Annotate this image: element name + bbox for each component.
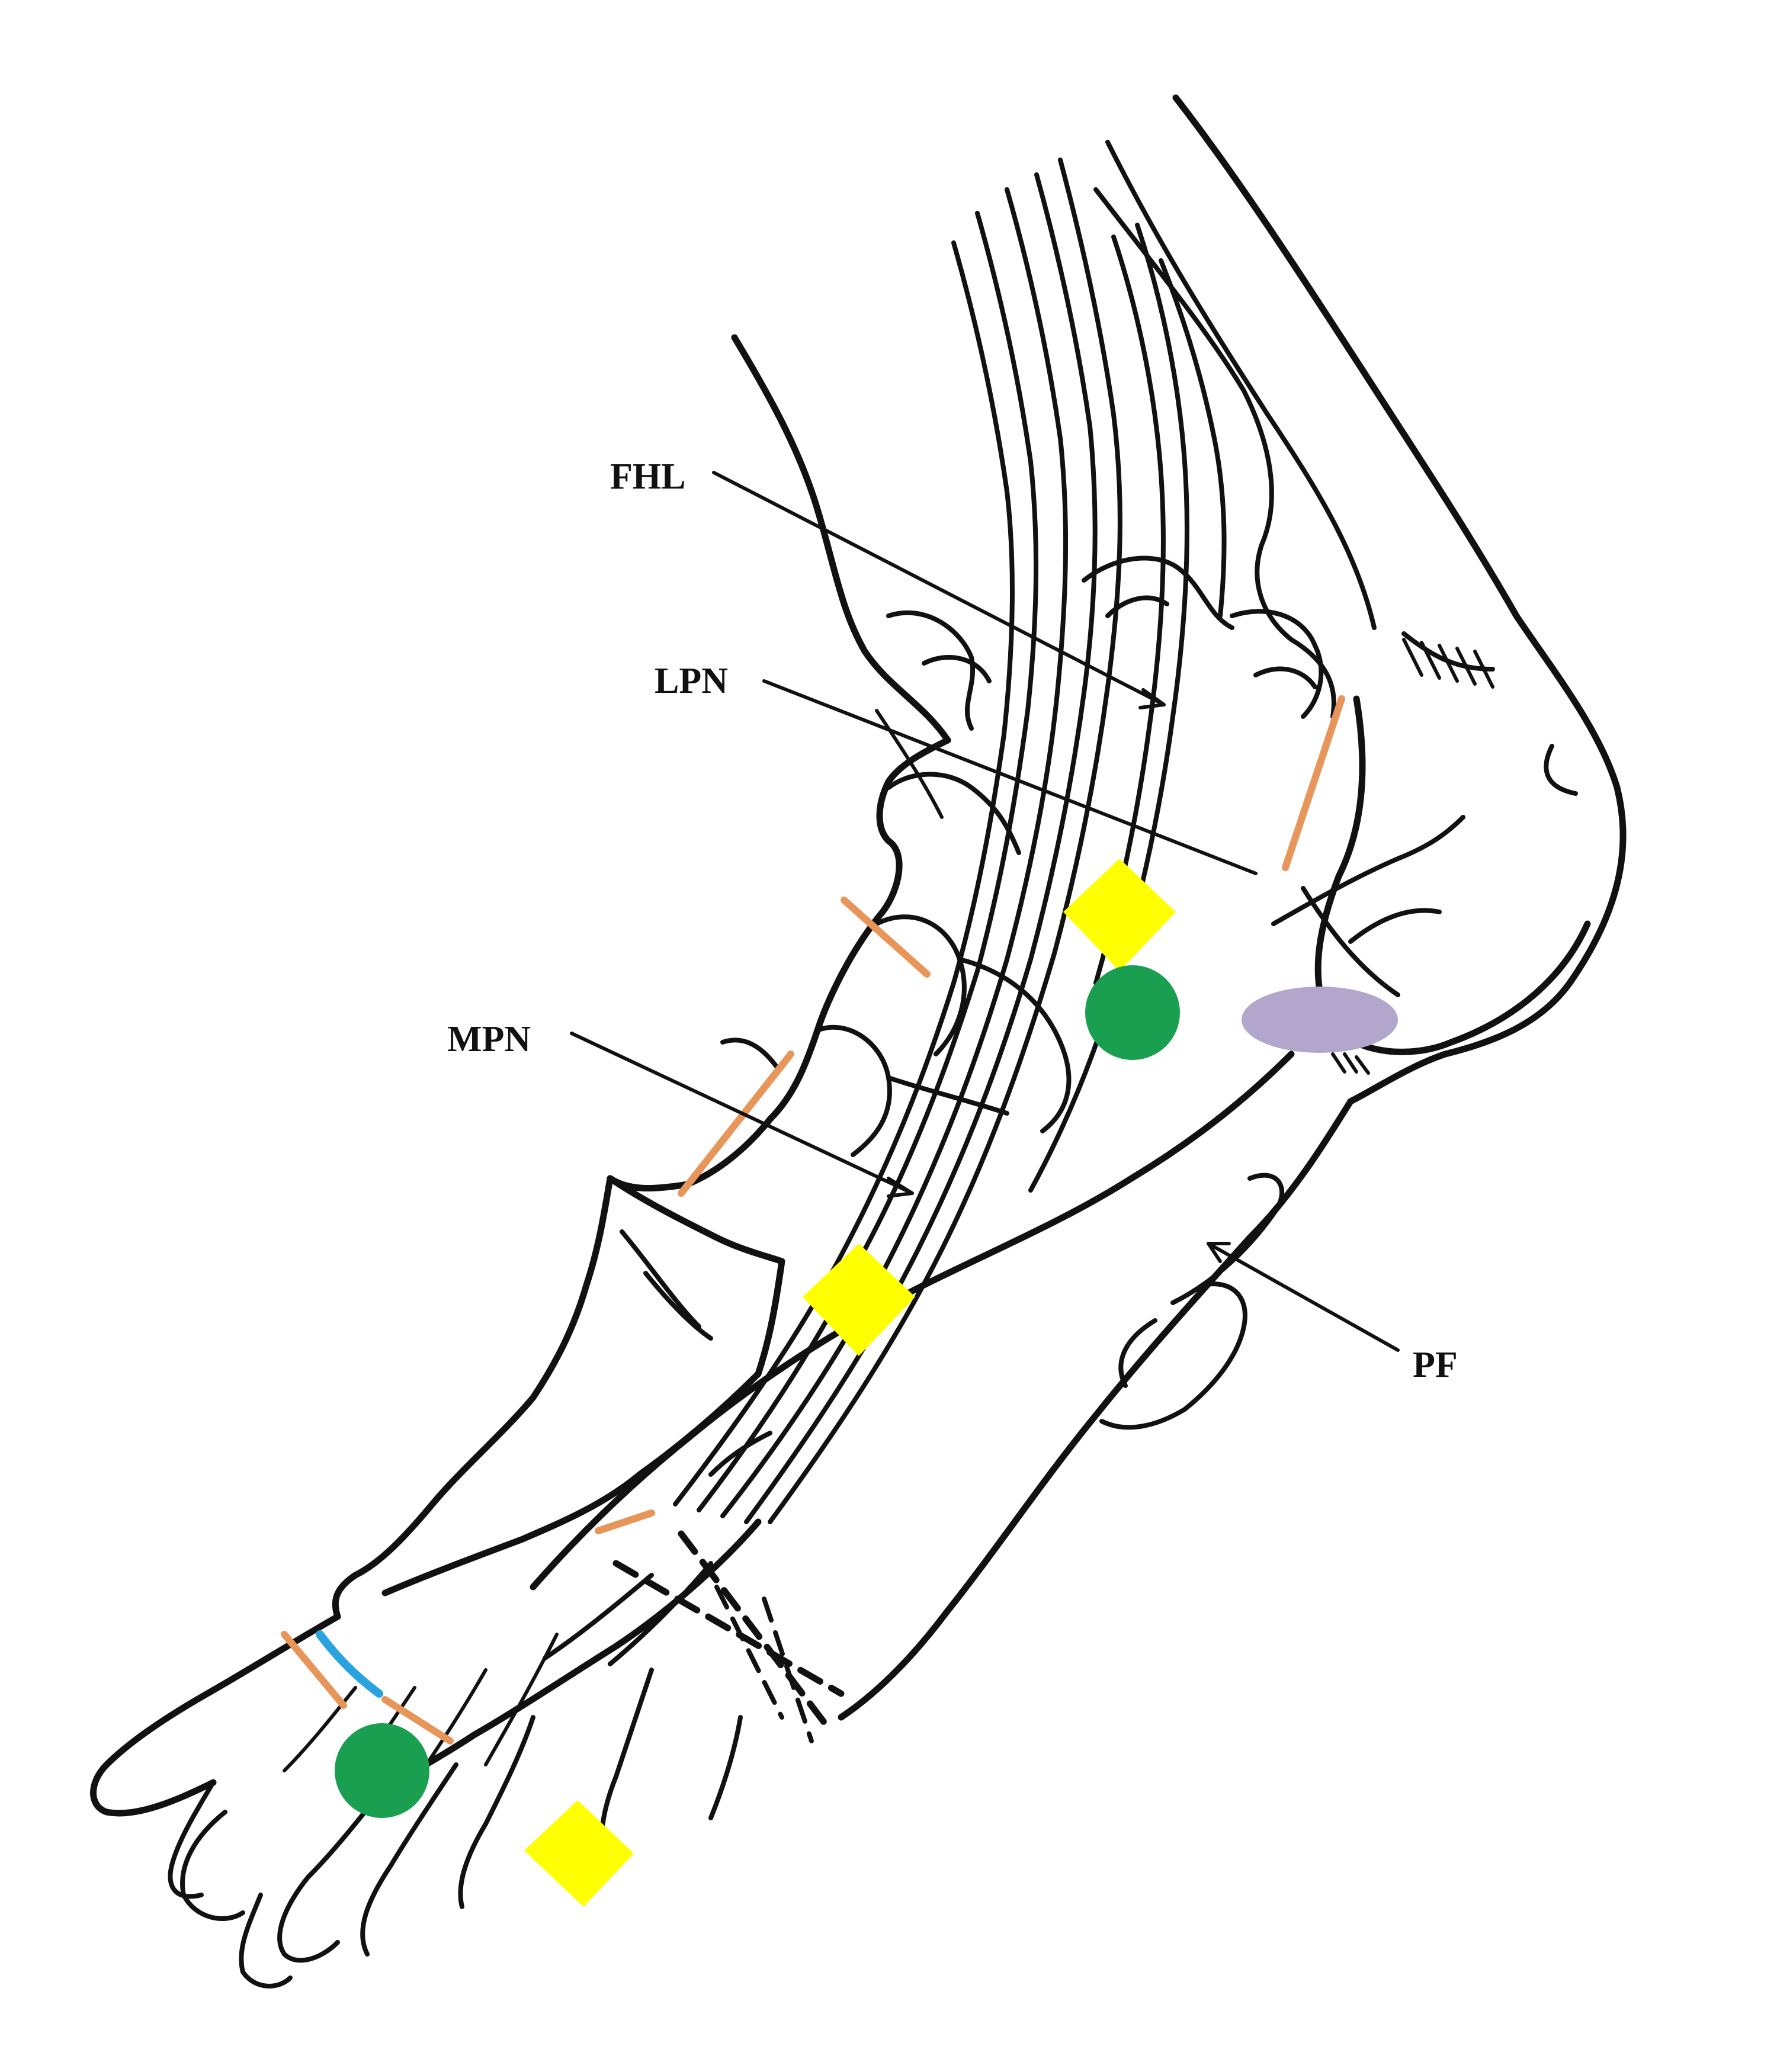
lavender-ellipse-marker [1242,987,1398,1053]
leader-lines [572,473,1398,1350]
label-fhl: FHL [610,457,685,497]
yellow-diamond-marker-midfoot [803,1244,915,1356]
orange-line-calcaneal [1285,699,1342,868]
yellow-diamond-marker-hindfoot [1063,859,1176,971]
mpn-leader [572,1033,912,1193]
yellow-diamond-marker-forefoot [524,1800,634,1907]
forefoot-bones [94,1522,842,1986]
green-circle-marker-forefoot [335,1723,429,1818]
orange-line-mtp-medial [284,1634,344,1705]
orange-lines [284,699,1342,1741]
pf-leader [1208,1244,1398,1350]
orange-line-tarsometatarsal [598,1513,652,1531]
label-lpn: LPN [655,661,728,701]
lpn-leader [764,681,1256,873]
label-pf: PF [1413,1345,1458,1385]
tendon-bundle [675,160,1224,1522]
orange-line-naviculocuneiform [681,1054,791,1193]
green-circle-marker-hindfoot [1085,965,1180,1060]
first-metatarsal [335,1178,782,1617]
label-mpn: MPN [447,1019,531,1059]
